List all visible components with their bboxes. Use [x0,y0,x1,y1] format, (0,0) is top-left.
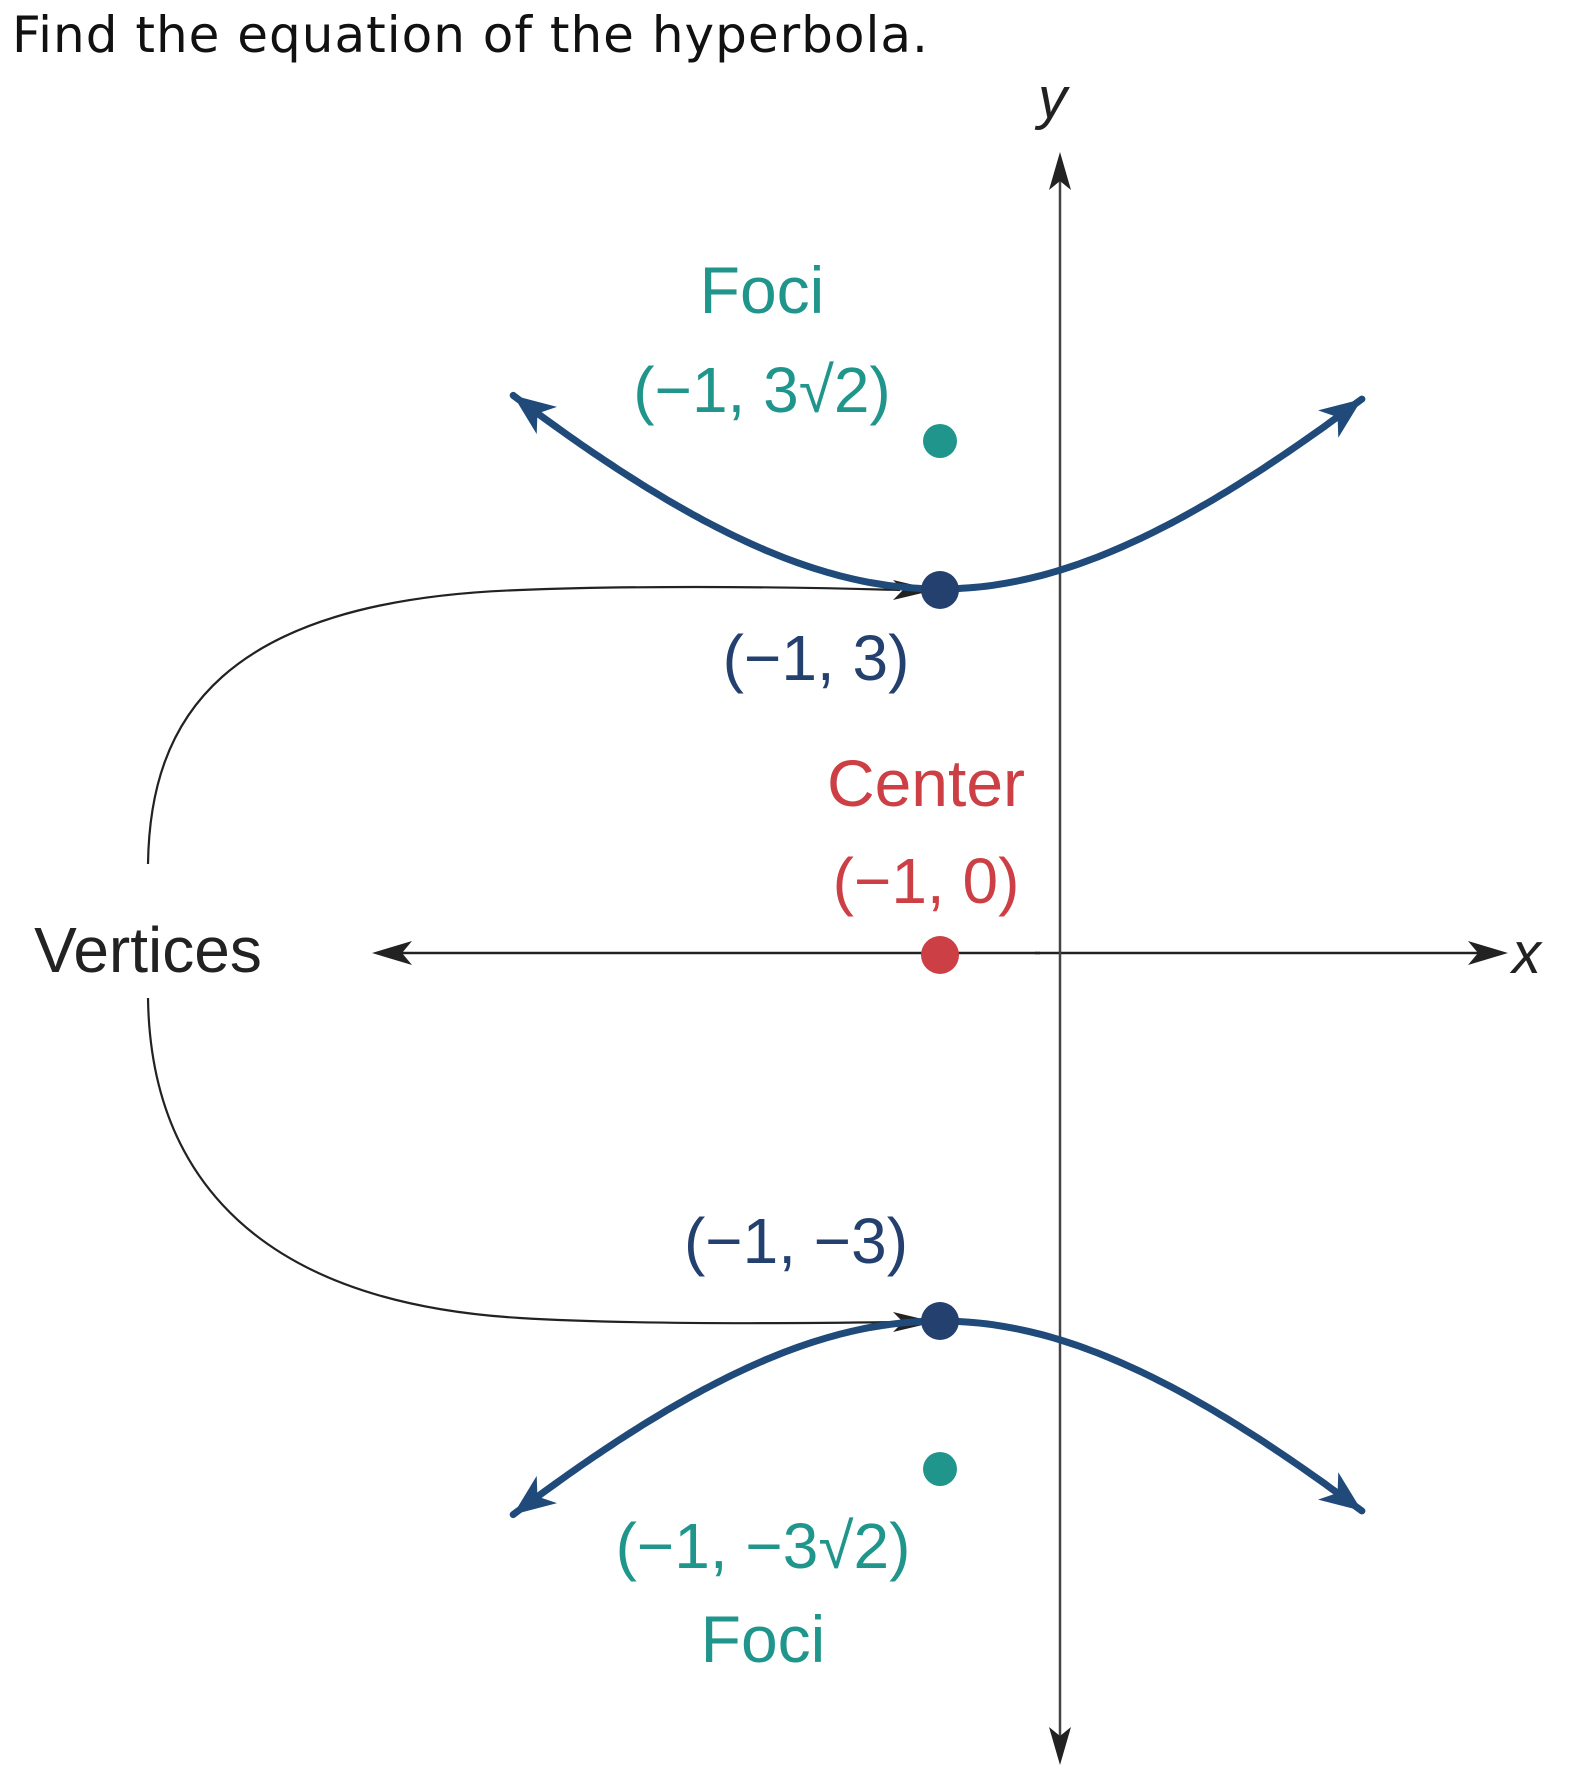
focus-bottom-point [923,1452,957,1486]
vertex-top-label: (−1, 3) [723,622,910,694]
question-text: Find the equation of the hyperbola. [12,6,929,64]
x-axis-left-arrow [372,941,412,965]
vertices-bracket-upper [146,585,901,865]
vertex-bottom-label: (−1, −3) [684,1205,908,1277]
foci-top-title: Foci [700,253,825,327]
foci-bottom-title: Foci [701,1602,826,1676]
hyperbola-upper-branch-arrow-left [513,395,558,435]
hyperbola-lower-branch-arrow-right [1318,1472,1362,1511]
y-axis-top-arrow [1049,152,1071,190]
center-title: Center [827,746,1025,820]
x-axis-right-arrow [1468,941,1508,965]
vertices-bracket-lower [146,997,901,1325]
hyperbola-upper-branch-arrow-right [1318,399,1362,438]
center-point [921,936,959,974]
y-axis-label: y [1034,66,1070,131]
vertices-label: Vertices [34,914,262,986]
foci-bottom-coord: (−1, −3√2) [616,1510,911,1582]
vertex-bottom-point [921,1302,959,1340]
x-axis-label: x [1509,921,1543,986]
foci-top-coord: (−1, 3√2) [633,354,890,426]
vertex-top-point [921,571,959,609]
center-coord: (−1, 0) [833,845,1020,917]
focus-top-point [923,424,957,458]
y-axis-bottom-arrow [1049,1727,1071,1765]
hyperbola-lower-branch-arrow-left [513,1475,558,1515]
